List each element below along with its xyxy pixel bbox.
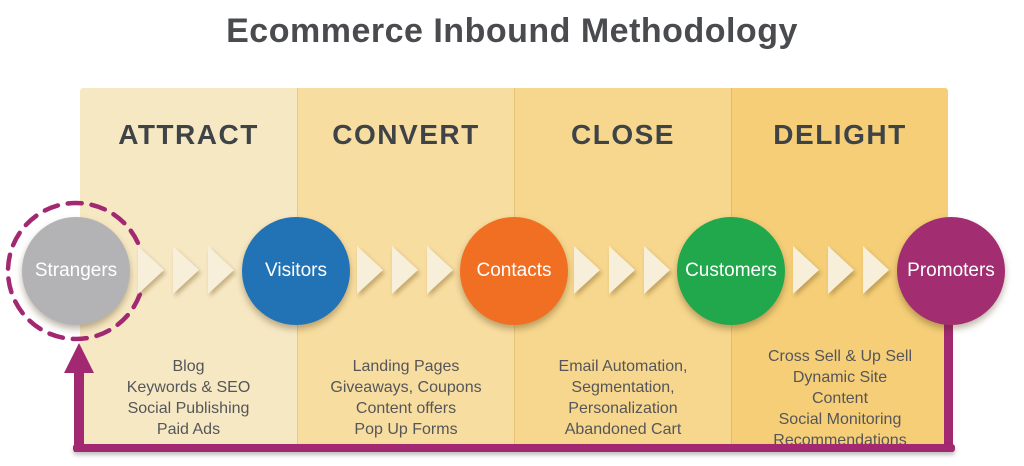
arrow-right-icon	[208, 246, 234, 294]
stage-heading-delight: DELIGHT	[773, 119, 907, 150]
feedback-loop-bottom-line	[73, 444, 955, 452]
arrow-right-icon	[357, 246, 383, 294]
stage-heading-convert: CONVERT	[332, 119, 480, 150]
persona-circle-strangers: Strangers	[22, 217, 130, 325]
persona-label: Promoters	[907, 260, 995, 281]
persona-circle-visitors: Visitors	[242, 217, 350, 325]
tactics-list-convert: Landing Pages Giveaways, Coupons Content…	[298, 356, 514, 440]
tactic-item: Content	[811, 390, 869, 407]
feedback-loop-left-line	[74, 371, 84, 452]
tactic-item: Blog	[172, 358, 205, 375]
arrow-right-icon	[863, 246, 889, 294]
tactic-item: Paid Ads	[156, 421, 221, 438]
flow-arrows-customers-to-promoters	[793, 246, 889, 294]
persona-label: Strangers	[34, 260, 118, 281]
tactic-item: Personalization	[568, 400, 678, 417]
tactic-item: Content offers	[355, 400, 457, 417]
stage-heading-close: CLOSE	[571, 119, 675, 150]
methodology-board: ATTRACT Blog Keywords & SEO Social Publi…	[5, 88, 1005, 452]
stage-heading-attract: ATTRACT	[118, 119, 259, 150]
arrow-right-icon	[828, 246, 854, 294]
tactic-item: Dynamic Site	[792, 369, 888, 386]
arrow-right-icon	[609, 246, 635, 294]
persona-circle-contacts: Contacts	[460, 217, 568, 325]
tactic-item: Social Publishing	[127, 400, 250, 417]
arrow-right-icon	[644, 246, 670, 294]
arrow-right-icon	[138, 246, 164, 294]
arrow-right-icon	[173, 246, 199, 294]
tactic-item: Cross Sell & Up Sell	[767, 348, 913, 365]
tactics-list-close: Email Automation, Segmentation, Personal…	[515, 356, 731, 440]
tactic-item: Keywords & SEO	[126, 379, 251, 396]
tactics-list-delight: Cross Sell & Up Sell Dynamic Site Conten…	[732, 346, 948, 451]
tactic-item: Segmentation,	[571, 379, 675, 396]
tactic-item: Landing Pages	[352, 358, 460, 375]
tactic-item: Giveaways, Coupons	[330, 379, 482, 396]
arrow-right-icon	[574, 246, 600, 294]
tactic-item: Abandoned Cart	[564, 421, 682, 438]
persona-label: Contacts	[476, 260, 552, 281]
persona-label: Visitors	[265, 260, 327, 281]
flow-arrows-contacts-to-customers	[574, 246, 670, 294]
persona-label: Customers	[685, 260, 777, 281]
tactic-item: Pop Up Forms	[354, 421, 458, 438]
arrow-right-icon	[793, 246, 819, 294]
feedback-loop-arrowhead-icon	[64, 343, 94, 373]
persona-circle-promoters: Promoters	[897, 217, 1005, 325]
tactics-list-attract: Blog Keywords & SEO Social Publishing Pa…	[80, 356, 297, 440]
arrow-right-icon	[427, 246, 453, 294]
persona-circle-customers: Customers	[677, 217, 785, 325]
tactic-item: Social Monitoring	[778, 411, 902, 428]
feedback-loop-right-line	[944, 300, 953, 452]
flow-arrows-visitors-to-contacts	[357, 246, 453, 294]
flow-arrows-strangers-to-visitors	[138, 246, 234, 294]
tactic-item: Email Automation,	[558, 358, 688, 375]
arrow-right-icon	[392, 246, 418, 294]
page-title: Ecommerce Inbound Methodology	[226, 12, 798, 50]
